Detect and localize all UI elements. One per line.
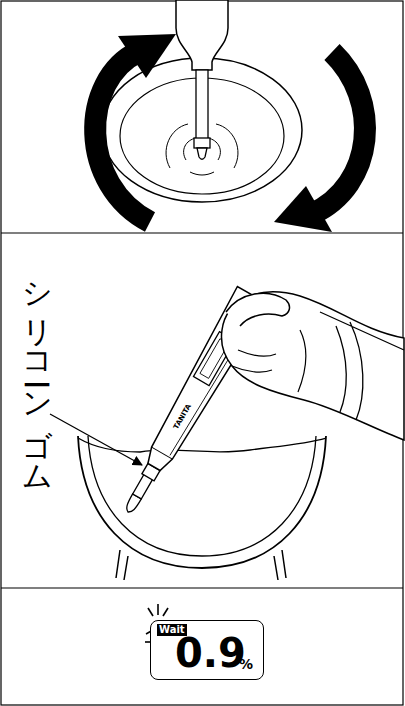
thumb xyxy=(226,293,289,326)
ripple xyxy=(190,172,214,175)
blink-ray xyxy=(157,604,159,615)
finger-lines xyxy=(232,330,306,392)
part-name: シリコーンゴム xyxy=(22,262,52,480)
rotation-arrow xyxy=(312,52,365,214)
probe-body xyxy=(176,0,228,70)
bowl-leg xyxy=(274,550,286,580)
hand xyxy=(221,292,404,440)
probe-shaft xyxy=(196,70,208,140)
probe-tip xyxy=(197,148,207,159)
unit-symbol: % xyxy=(239,657,253,671)
bowl-rim xyxy=(102,58,302,202)
panel-divider xyxy=(1,232,403,233)
lcd-display: Wait0.9% xyxy=(150,620,264,680)
ripple xyxy=(166,124,188,168)
ripple xyxy=(216,124,238,168)
silicone-ring xyxy=(194,138,210,148)
stir-scene xyxy=(95,0,365,232)
rotation-arrow xyxy=(95,52,150,222)
sleeve xyxy=(320,312,404,420)
blink-ray xyxy=(148,608,153,616)
panel-divider xyxy=(1,587,403,588)
arrow-head xyxy=(118,34,176,78)
reading-value: 0.9 xyxy=(175,633,246,673)
measure-scene xyxy=(50,286,404,580)
bowl xyxy=(78,436,326,568)
blink-ray xyxy=(163,608,168,616)
arrow-head xyxy=(274,186,332,232)
bowl-leg xyxy=(116,550,128,580)
pen-seam xyxy=(152,447,173,459)
leader-line xyxy=(50,414,142,465)
